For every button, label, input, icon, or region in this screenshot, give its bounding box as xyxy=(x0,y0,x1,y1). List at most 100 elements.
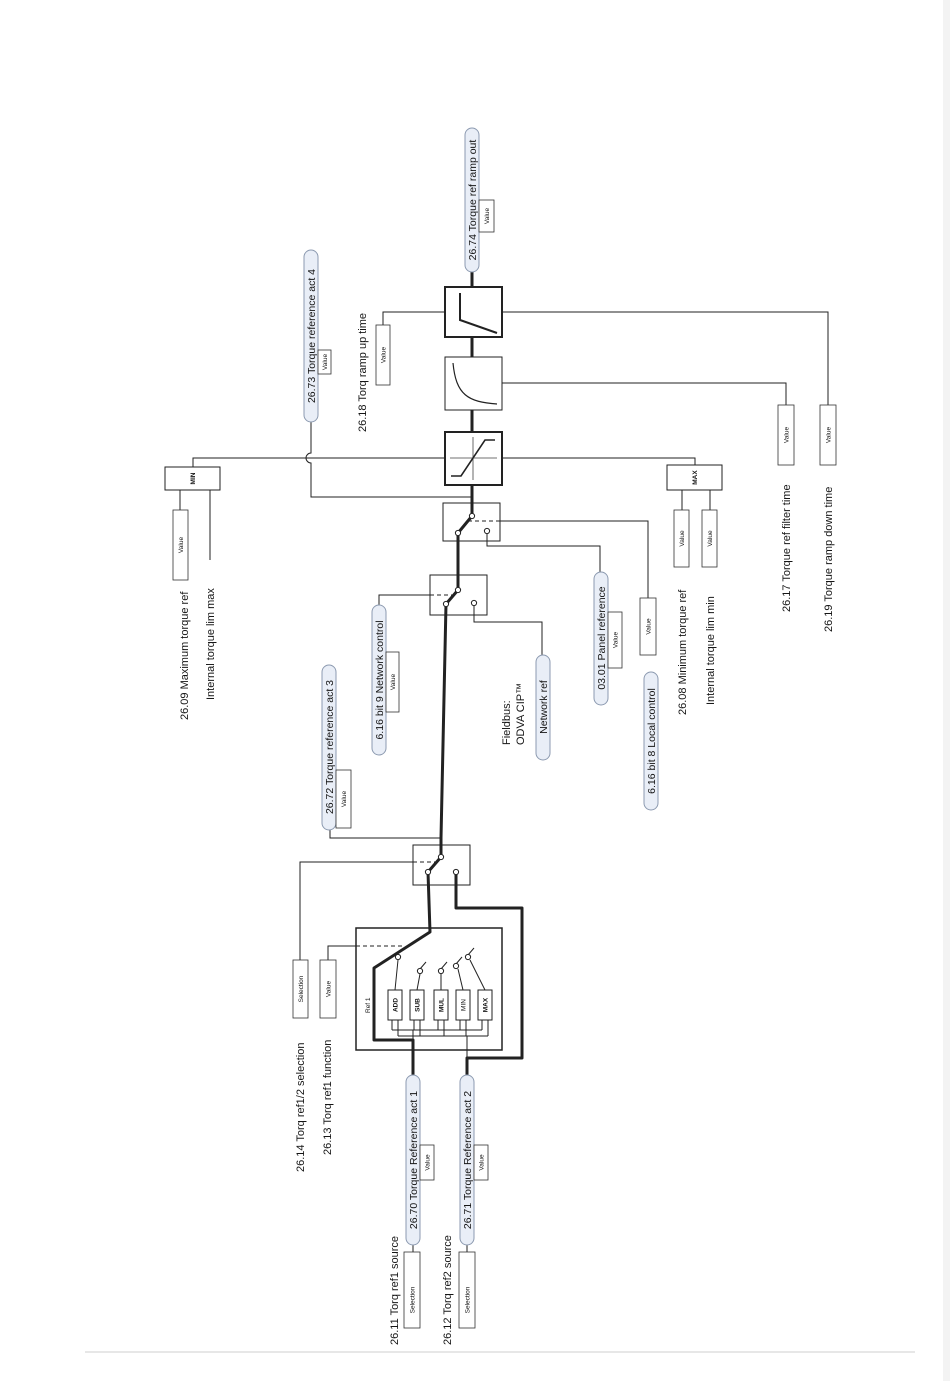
wire-ramp-down-time xyxy=(502,311,829,405)
signal-network-control-label: 6.16 bit 9 Network control xyxy=(374,620,386,739)
signal-panel-ref: 03.01 Panel reference xyxy=(593,571,609,706)
label-ref12-selection: 26.14 Torq ref1/2 selection xyxy=(295,1043,307,1172)
ramp-icon xyxy=(459,293,498,334)
switch2-contact-b xyxy=(470,599,478,607)
signal-act1: 26.70 Torque Reference act 1 xyxy=(405,1074,421,1246)
value-label: Value xyxy=(479,1154,486,1171)
value-label: Value xyxy=(784,427,791,444)
label-odva-cip: ODVA CIP™ xyxy=(515,683,527,745)
selection-box-ref1-source xyxy=(403,1251,421,1329)
wire-ramp-up-time xyxy=(382,311,445,325)
ref1-contact-max xyxy=(464,953,472,961)
function-mul-label: MUL xyxy=(439,998,446,1012)
label-fieldbus: Fieldbus: xyxy=(501,700,513,745)
switch3-arm xyxy=(426,855,443,874)
wire-ref1-path xyxy=(372,870,432,1077)
label-internal-lim-max: Internal torque lim max xyxy=(205,588,217,700)
ramp-block-frame xyxy=(444,286,503,338)
signal-act2: 26.71 Torque Reference act 2 xyxy=(459,1074,475,1246)
ref1-contact-min xyxy=(452,962,460,970)
switch1-contact-a xyxy=(454,529,462,537)
signal-network-ref-label: Network ref xyxy=(538,680,550,734)
signal-act4-label: 26.73 Torque reference act 4 xyxy=(306,269,318,403)
switch1-contact-b xyxy=(483,527,491,535)
wire-act3-tap xyxy=(329,830,441,839)
signal-local-control-pill xyxy=(643,671,659,811)
filter-curve-icon xyxy=(452,362,498,405)
value-box-network-control xyxy=(385,651,400,713)
signal-network-ref: Network ref xyxy=(535,654,551,761)
value-box-ref1-function xyxy=(319,959,337,1019)
function-max-label: MAX xyxy=(483,997,490,1012)
signal-ramp-out-label: 26.74 Torque ref ramp out xyxy=(467,140,479,261)
value-box-internal-lim-min xyxy=(701,509,718,568)
label-ref1-function: 26.13 Torq ref1 function xyxy=(322,1040,334,1155)
parameter-labels: 26.09 Maximum torque ref Internal torque… xyxy=(179,313,835,1345)
value-label: Value xyxy=(326,981,333,998)
signal-panel-ref-label: 03.01 Panel reference xyxy=(596,586,608,689)
ramp-block xyxy=(444,286,503,338)
signal-local-control: 6.16 bit 8 Local control xyxy=(643,671,659,811)
value-box-act4 xyxy=(317,349,332,375)
wire-local-control xyxy=(500,520,649,598)
wire-network-ref xyxy=(473,606,543,655)
signal-act4: 26.73 Torque reference act 4 xyxy=(303,249,319,423)
ref1-contact-tips xyxy=(419,947,475,970)
value-box-panel-ref xyxy=(607,611,623,669)
signal-act1-label: 26.70 Torque Reference act 1 xyxy=(408,1091,420,1229)
function-add-box xyxy=(387,989,403,1021)
wire-ref12-selection xyxy=(299,861,413,960)
signal-network-control: 6.16 bit 9 Network control xyxy=(371,604,387,756)
label-ramp-up-time: 26.18 Torq ramp up time xyxy=(357,313,369,432)
min-limit-block: MIN xyxy=(164,466,221,491)
wire-ref2-path xyxy=(454,870,524,1077)
ref1-contact-sub xyxy=(416,967,424,975)
label-filter-time: 26.17 Torque ref filter time xyxy=(781,484,793,612)
ref1-block-pins xyxy=(391,1020,489,1036)
switch3-contact-b xyxy=(452,868,460,876)
label-ramp-down-time: 26.19 Torque ramp down time xyxy=(823,487,835,632)
selection-box-ref12 xyxy=(292,959,309,1019)
control-wires xyxy=(179,311,829,1252)
value-label: Value xyxy=(341,791,348,808)
wire-ref1-function xyxy=(327,945,356,960)
function-mul-box xyxy=(433,989,449,1021)
value-label: Value xyxy=(425,1154,432,1171)
max-limit-block: MAX xyxy=(666,464,723,491)
wire-network-control xyxy=(378,594,430,605)
label-max-torque-ref: 26.09 Maximum torque ref xyxy=(179,591,191,720)
value-box-ramp-out xyxy=(478,199,495,233)
ref1-contact-add xyxy=(394,953,402,961)
wire-act4-tap xyxy=(305,422,472,498)
min-block-label: MIN xyxy=(190,472,197,484)
switch1-contact-common xyxy=(468,512,476,520)
signal-act3-pill xyxy=(321,664,337,831)
value-label: Value xyxy=(178,537,185,554)
signal-network-ref-pill xyxy=(535,654,551,761)
label-ref1-source: 26.11 Torq ref1 source xyxy=(389,1236,401,1345)
value-label: Value xyxy=(381,347,388,364)
wire-panel-ref xyxy=(486,534,601,572)
ref1-input2-bus xyxy=(398,1035,488,1058)
ref1-contact-leads xyxy=(394,959,486,991)
ref1-input1-bus xyxy=(392,1029,482,1040)
selection-label: Selection xyxy=(410,1286,417,1313)
value-box-act3 xyxy=(335,769,352,829)
value-box-act1 xyxy=(419,1144,435,1181)
function-sub-box xyxy=(409,989,425,1021)
function-min-label: MIN xyxy=(461,999,468,1011)
selection-boxes: Selection Selection Selection xyxy=(292,959,476,1329)
limiter-block xyxy=(444,431,503,486)
max-block-frame xyxy=(666,464,723,491)
value-boxes: Value Value Value Value Value Value Valu… xyxy=(172,199,837,1181)
signal-local-control-label: 6.16 bit 8 Local control xyxy=(646,688,658,794)
switch2-contact-a xyxy=(442,600,450,608)
value-box-filter-time xyxy=(777,404,795,466)
max-block-label: MAX xyxy=(692,470,699,485)
value-label: Value xyxy=(826,427,833,444)
filter-block xyxy=(444,356,503,411)
label-min-torque-ref: 26.08 Minimum torque ref xyxy=(677,589,689,715)
selection-box-ref2-source xyxy=(458,1251,476,1329)
switch-contacts xyxy=(394,512,491,975)
